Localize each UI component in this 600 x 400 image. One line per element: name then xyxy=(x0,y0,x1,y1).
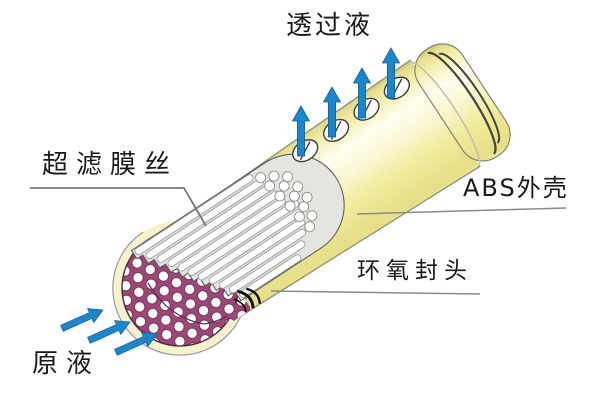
membrane-fiber xyxy=(239,254,302,298)
label-feed: 原液 xyxy=(32,349,101,379)
leader-line-abs-housing xyxy=(356,207,567,215)
shell-cut-edge xyxy=(233,287,261,312)
label-epoxy-head: 环氧封头 xyxy=(357,258,473,284)
shell-bottom-edge xyxy=(205,165,481,339)
leader-line-membrane-fibers xyxy=(30,187,207,227)
end-cap xyxy=(408,43,511,169)
label-membrane-fibers: 超滤膜丝 xyxy=(42,150,179,180)
membrane-fiber xyxy=(177,197,286,272)
membrane-fiber xyxy=(228,240,306,294)
end-face-rim-outline xyxy=(112,231,248,356)
membrane-fiber xyxy=(134,174,254,256)
membrane-fiber xyxy=(187,199,300,276)
cap-seam-line xyxy=(408,61,481,169)
membrane-fiber xyxy=(218,228,307,289)
epoxy-lower-sliver xyxy=(224,298,252,323)
leader-line-epoxy-head xyxy=(270,290,481,295)
cap-ring-line xyxy=(438,52,501,144)
epoxy-step-line xyxy=(147,282,233,325)
label-permeate: 透过液 xyxy=(286,11,374,41)
feed-arrow xyxy=(58,302,107,336)
cap-ring-line xyxy=(427,51,497,155)
module-cylinder xyxy=(112,43,511,356)
membrane-fiber xyxy=(208,218,306,285)
label-abs-housing: ABS外壳 xyxy=(463,174,569,202)
fiber-end-openings xyxy=(255,170,318,233)
